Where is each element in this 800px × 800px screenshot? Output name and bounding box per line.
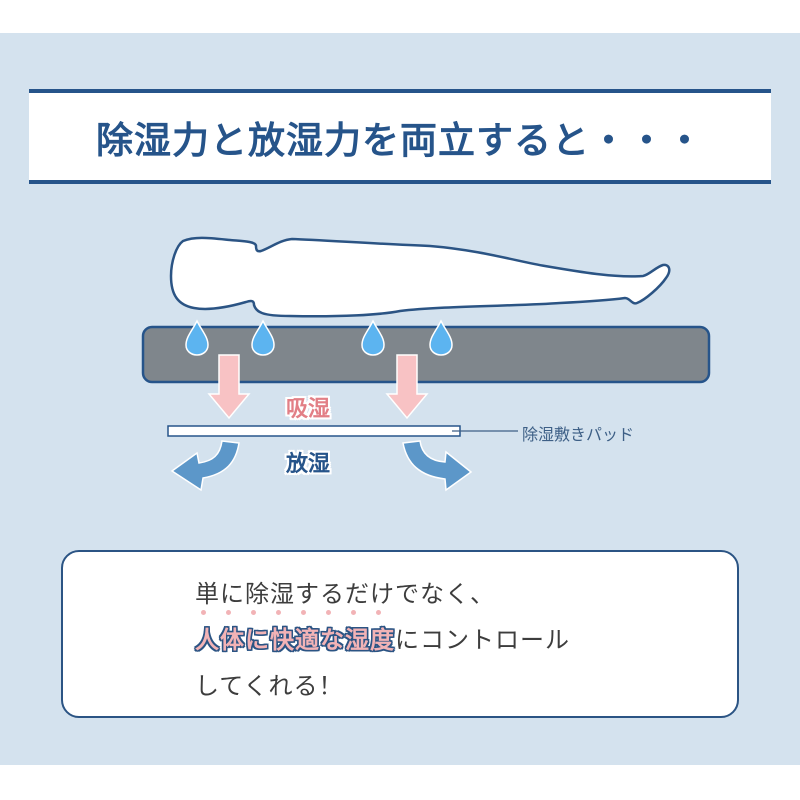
curved-arrow-left-icon xyxy=(170,440,240,492)
message-line-1: 単に除湿するだけでなく、 xyxy=(195,580,495,608)
emphasis-dot xyxy=(226,610,231,615)
dehumidifying-pad xyxy=(167,425,461,437)
water-drop-icon xyxy=(185,319,209,356)
curved-arrow-right-icon xyxy=(402,440,473,492)
water-drop-icon xyxy=(361,319,385,356)
mattress xyxy=(141,325,711,384)
arrow-down-icon xyxy=(207,354,251,420)
release-label: 放湿 xyxy=(286,452,331,477)
emphasis-dot xyxy=(376,610,381,615)
message-line-2: 人体に快適な湿度にコントロール xyxy=(195,620,570,655)
message-line-3: してくれる！ xyxy=(195,672,344,700)
emphasis-dot xyxy=(301,610,306,615)
emphasis-dot xyxy=(201,610,206,615)
emphasis-dot xyxy=(251,610,256,615)
message-box: 単に除湿するだけでなく、 人体に快適な湿度にコントロール してくれる！ xyxy=(61,550,739,718)
water-drop-icon xyxy=(429,319,453,356)
person-lying-icon xyxy=(169,236,671,318)
emphasis-dot xyxy=(326,610,331,615)
title-banner: 除湿力と放湿力を両立すると・・・ xyxy=(29,89,771,184)
emphasis-dot xyxy=(276,610,281,615)
highlight-text: 人体に快適な湿度 xyxy=(195,626,395,654)
page-title: 除湿力と放湿力を両立すると・・・ xyxy=(96,118,704,162)
emphasis-dot xyxy=(351,610,356,615)
emphasis-dots xyxy=(201,610,381,615)
message-line-2-rest: にコントロール xyxy=(395,626,570,654)
pad-label: 除湿敷きパッド xyxy=(522,425,635,444)
water-drops xyxy=(185,319,453,356)
arrow-down-icon xyxy=(385,354,429,420)
absorb-label: 吸湿 xyxy=(286,397,331,422)
water-drop-icon xyxy=(251,319,275,356)
